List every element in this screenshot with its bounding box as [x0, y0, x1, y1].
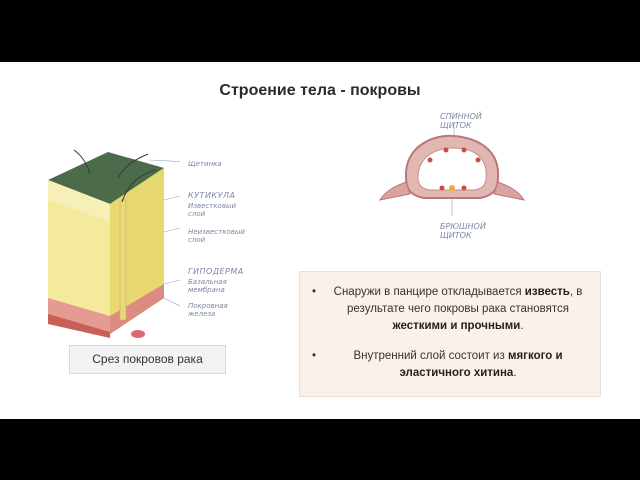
- label-basal-2: мембрана: [188, 286, 225, 294]
- label-basal-1: Базальная: [188, 278, 227, 286]
- label-ventral-1: БРЮШНОЙ: [440, 222, 486, 231]
- bullet-item-2: • Внутренний слой состоит из мягкого и э…: [312, 348, 590, 382]
- basal-front: [48, 314, 110, 338]
- bullet-dot: •: [312, 350, 317, 362]
- leader-line: [163, 195, 180, 201]
- hypodermis-right: [110, 284, 164, 334]
- diagram-caption: Срез покровов рака: [69, 345, 226, 374]
- left-limb: [378, 181, 411, 201]
- crab-cross-section-diagram: [378, 122, 526, 216]
- bristle: [117, 153, 149, 179]
- cuticle-top-face: [48, 152, 164, 204]
- leader-line: [163, 279, 180, 285]
- muscle-mark: [461, 147, 467, 153]
- muscle-mark: [475, 157, 481, 163]
- leader-line: [149, 159, 180, 162]
- label-hypodermis: ГИПОДЕРМА: [188, 267, 244, 276]
- muscle-mark: [443, 147, 449, 153]
- slide: Строение тела - покровы Щетинка КУТИКУ: [0, 62, 640, 419]
- label-bristles: Щетинка: [188, 160, 222, 168]
- label-dorsal-shield: СПИННОЙ ЩИТОК: [440, 112, 510, 130]
- integument-cube-diagram: [48, 149, 180, 338]
- label-ventral-shield: БРЮШНОЙ ЩИТОК: [440, 222, 510, 240]
- leader-line: [163, 227, 180, 233]
- muscle-mark: [427, 157, 433, 163]
- bullet-dot: •: [312, 286, 317, 298]
- bullet-text-1: Снаружи в панцире откладывается известь,…: [333, 286, 583, 332]
- label-ventral-2: ЩИТОК: [440, 231, 472, 240]
- muscle-mark: [461, 185, 467, 191]
- cutaneous-gland: [131, 330, 145, 338]
- leader-line: [163, 297, 180, 307]
- body-cavity: [417, 147, 487, 191]
- label-noncalcareous-1: Неизвестковый: [188, 228, 245, 236]
- label-calcareous-1: Известковый: [188, 202, 237, 210]
- label-dorsal-1: СПИННОЙ: [440, 112, 482, 121]
- label-calcareous-2: слой: [188, 210, 206, 218]
- right-limb: [493, 181, 526, 201]
- bullet-item-1: • Снаружи в панцире откладывается извест…: [312, 284, 590, 335]
- hypodermis-front: [48, 298, 110, 334]
- label-noncalcareous-2: слой: [188, 236, 206, 244]
- label-dorsal-2: ЩИТОК: [440, 121, 472, 130]
- label-gland-1: Покровная: [188, 302, 228, 310]
- bullet-text-2: Внутренний слой состоит из мягкого и эла…: [353, 350, 563, 379]
- info-box: • Снаружи в панцире откладывается извест…: [299, 271, 601, 397]
- bristle: [73, 149, 91, 175]
- label-cuticle: КУТИКУЛА: [188, 191, 236, 200]
- slide-title: Строение тела - покровы: [219, 82, 421, 99]
- front-light-band: [48, 180, 110, 222]
- pore-canal: [119, 199, 127, 321]
- muscle-mark: [439, 185, 445, 191]
- muscle-mark: [449, 185, 455, 191]
- label-gland-2: железа: [188, 310, 216, 318]
- bristle: [121, 169, 157, 203]
